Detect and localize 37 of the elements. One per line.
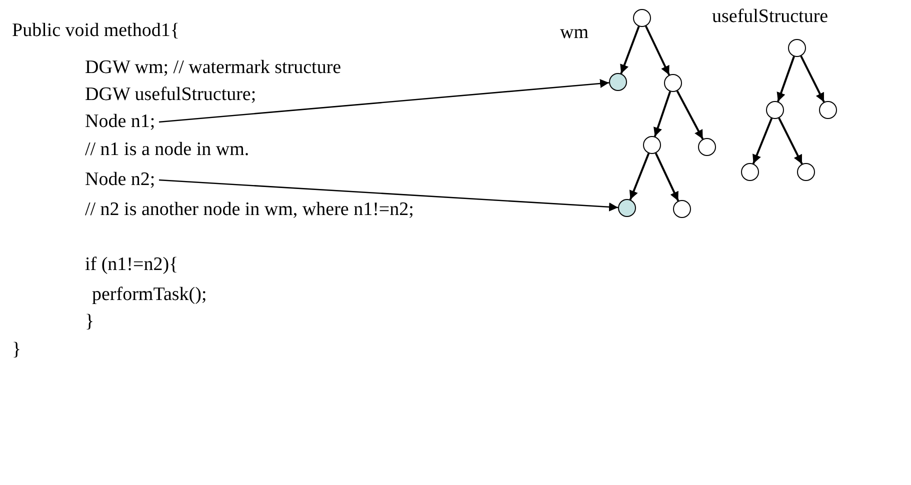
arrow: [629, 153, 650, 200]
arrow: [778, 118, 803, 164]
arrow: [644, 26, 670, 76]
arrow: [676, 90, 704, 140]
tree-node-circle: [698, 138, 716, 156]
code-line: Node n2;: [85, 169, 156, 191]
code-line: Public void method1{: [12, 20, 180, 42]
arrow: [752, 118, 773, 164]
code-line: if (n1!=n2){: [85, 254, 178, 276]
code-line: DGW wm; // watermark structure: [85, 57, 342, 79]
tree-label: usefulStructure: [712, 6, 828, 28]
tree-node-circle: [609, 73, 627, 91]
code-line: // n2 is another node in wm, where n1!=n2;: [85, 199, 414, 221]
arrow: [800, 56, 825, 102]
arrow: [654, 152, 680, 202]
tree-node-circle: [788, 39, 806, 57]
tree-node-circle: [741, 163, 759, 181]
tree-node-circle: [633, 9, 651, 27]
code-line: DGW usefulStructure;: [85, 84, 256, 106]
code-line: }: [85, 311, 94, 333]
tree-label: wm: [560, 22, 588, 44]
tree-node-circle: [673, 200, 691, 218]
arrow: [158, 79, 610, 123]
tree-node-circle: [797, 163, 815, 181]
tree-node-circle: [664, 74, 682, 92]
tree-node-circle: [618, 199, 636, 217]
tree-node-circle: [819, 101, 837, 119]
arrow: [654, 91, 672, 137]
arrow: [158, 179, 618, 212]
arrow: [620, 26, 640, 74]
arrow: [776, 56, 795, 102]
tree-node-circle: [643, 136, 661, 154]
tree-node-circle: [766, 101, 784, 119]
code-line: performTask();: [92, 284, 207, 306]
code-line: }: [12, 339, 22, 361]
code-line: Node n1;: [85, 111, 156, 133]
code-line: // n1 is a node in wm.: [85, 139, 250, 161]
